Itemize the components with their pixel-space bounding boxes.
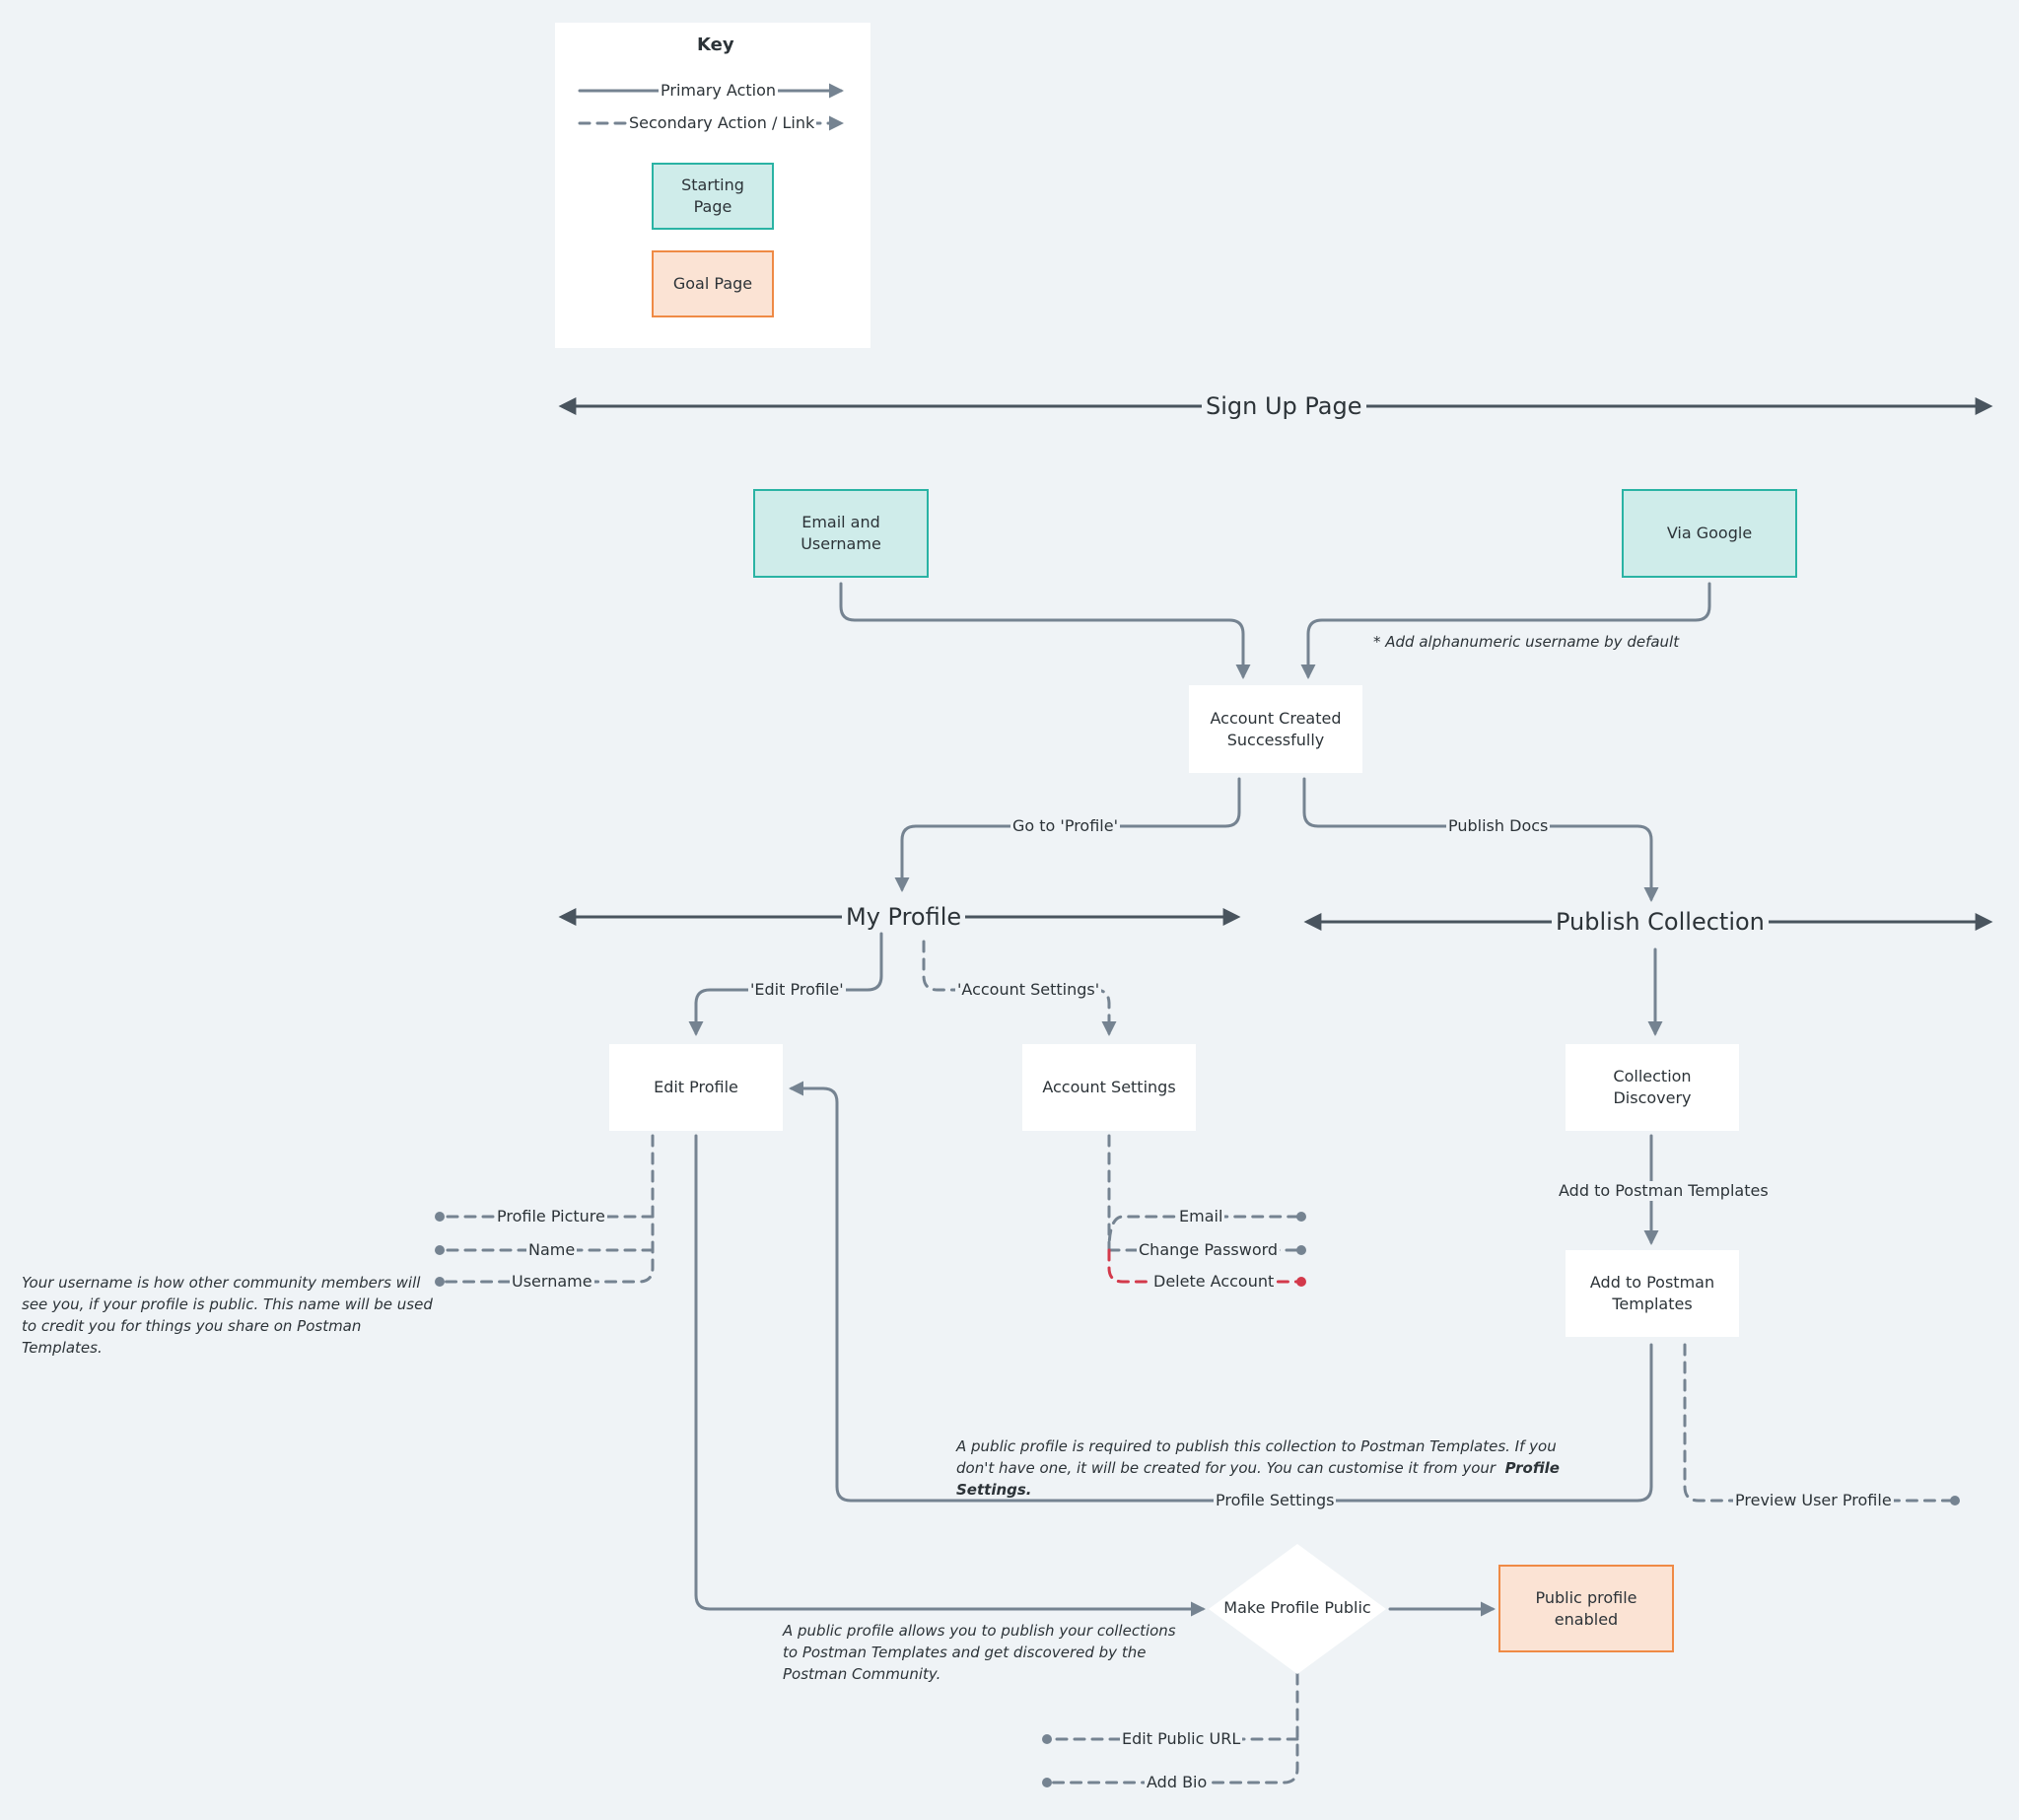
item-delete-account: Delete Account xyxy=(1151,1272,1277,1292)
node-collection-discovery[interactable]: Collection Discovery xyxy=(1566,1044,1739,1131)
edge-edit-items-trunk xyxy=(440,1134,655,1284)
node-make-public[interactable]: Make Profile Public xyxy=(1223,1598,1371,1617)
key-primary-label: Primary Action xyxy=(659,81,779,101)
edge-label-profile-settings: Profile Settings xyxy=(1214,1491,1337,1510)
item-email: Email xyxy=(1177,1207,1225,1226)
item-username: Username xyxy=(510,1272,594,1292)
edge-label-go-to-profile: Go to 'Profile' xyxy=(1010,816,1120,836)
note-google-default: * Add alphanumeric username by default xyxy=(1373,633,1680,651)
edge-publish-docs xyxy=(1302,777,1659,902)
note-username: Your username is how other community mem… xyxy=(22,1274,433,1357)
note-public-allows: A public profile allows you to publish y… xyxy=(783,1622,1176,1683)
edge-item-delete-account xyxy=(1107,1248,1301,1284)
edge-profile-settings xyxy=(789,1081,1653,1503)
edge-label-add-to-templates: Add to Postman Templates xyxy=(1557,1181,1771,1201)
edge-account-items-trunk xyxy=(1107,1134,1301,1252)
note-public-required-text: A public profile is required to publish … xyxy=(956,1437,1557,1477)
item-change-password: Change Password xyxy=(1137,1240,1281,1260)
item-edit-public-url: Edit Public URL xyxy=(1120,1729,1243,1749)
edge-email-to-account xyxy=(839,582,1251,679)
make-public-diamond xyxy=(1209,1544,1386,1674)
node-public-enabled[interactable]: Public profile enabled xyxy=(1498,1565,1674,1652)
section-title-signup: Sign Up Page xyxy=(1202,391,1366,421)
edge-label-edit-profile: 'Edit Profile' xyxy=(748,980,846,1000)
edge-google-to-account xyxy=(1300,582,1711,679)
key-starting-page: Starting Page xyxy=(652,163,774,230)
edge-account-settings xyxy=(922,940,1117,1036)
edge-label-preview-user-profile: Preview User Profile xyxy=(1733,1491,1894,1510)
edge-public-items-trunk xyxy=(1046,1672,1299,1785)
note-profile-settings-link[interactable]: Profile Settings. xyxy=(956,1459,1560,1499)
node-account-created[interactable]: Account Created Successfully xyxy=(1189,685,1362,773)
key-title: Key xyxy=(697,35,734,55)
edge-edit-to-public xyxy=(694,1134,1206,1617)
node-via-google[interactable]: Via Google xyxy=(1622,489,1797,578)
edge-preview-profile xyxy=(1683,1343,1956,1503)
node-edit-profile[interactable]: Edit Profile xyxy=(609,1044,783,1131)
node-add-to-templates[interactable]: Add to Postman Templates xyxy=(1566,1250,1739,1337)
section-title-my-profile: My Profile xyxy=(842,902,966,932)
key-goal-page: Goal Page xyxy=(652,250,774,317)
key-secondary-label: Secondary Action / Link xyxy=(627,113,817,133)
edge-label-publish-docs: Publish Docs xyxy=(1446,816,1551,836)
note-public-required: A public profile is required to publish … xyxy=(956,1435,1597,1501)
section-title-publish: Publish Collection xyxy=(1552,907,1769,937)
item-name: Name xyxy=(526,1240,578,1260)
node-account-settings[interactable]: Account Settings xyxy=(1022,1044,1196,1131)
item-add-bio: Add Bio xyxy=(1145,1773,1210,1792)
edge-label-account-settings: 'Account Settings' xyxy=(955,980,1102,1000)
item-profile-picture: Profile Picture xyxy=(495,1207,607,1226)
node-email-username[interactable]: Email and Username xyxy=(753,489,929,578)
